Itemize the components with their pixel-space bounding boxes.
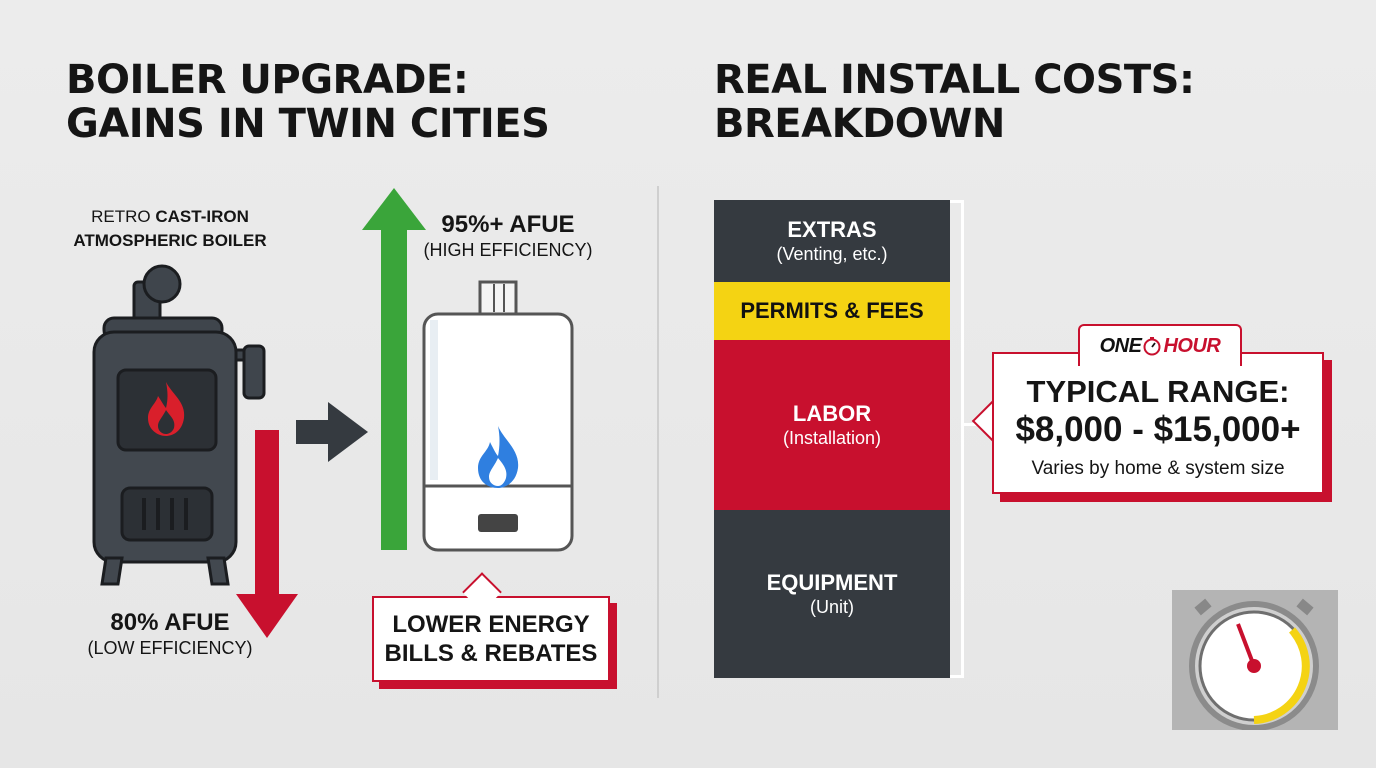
new-efficiency-sub: (HIGH EFFICIENCY) [423,240,593,260]
new-boiler-icon [422,280,574,552]
savings-callout: LOWER ENERGY BILLS & REBATES [372,596,610,682]
old-efficiency-sub: (LOW EFFICIENCY) [87,638,253,658]
section-divider [657,186,659,698]
old-efficiency: 80% AFUE (LOW EFFICIENCY) [70,609,270,659]
cost-bracket [950,200,964,678]
left-title-line2: GAINS IN TWIN CITIES [66,101,550,147]
segment-labor-name: LABOR [792,401,872,426]
segment-permits: PERMITS & FEES [714,282,950,340]
brand-stopwatch-icon [1143,337,1161,356]
cost-stack: EXTRAS (Venting, etc.) PERMITS & FEES LA… [714,200,950,678]
gauge-icon [1236,623,1261,673]
old-boiler-label-prefix: RETRO [91,207,156,226]
arrow-up-icon [362,188,426,550]
savings-callout-line1: LOWER ENERGY [392,611,590,638]
right-title-line1: REAL INSTALL COSTS: [714,57,1195,103]
red-flame-icon [148,382,185,436]
old-boiler-icon [92,264,266,586]
old-boiler-label-line2: ATMOSPHERIC BOILER [73,231,267,250]
range-note: Varies by home & system size [1031,458,1285,479]
brand-logo: ONE HOUR [1078,324,1242,366]
left-title-line1: BOILER UPGRADE: [66,57,469,103]
segment-equipment: EQUIPMENT (Unit) [714,510,950,678]
old-boiler-label: RETRO CAST-IRON ATMOSPHERIC BOILER [60,205,280,253]
segment-permits-name: PERMITS & FEES [740,298,924,323]
blue-flame-icon [478,426,519,488]
old-efficiency-value: 80% AFUE [110,609,230,636]
segment-equipment-desc: (Unit) [810,597,854,617]
segment-labor: LABOR (Installation) [714,340,950,510]
arrow-right-icon [296,402,368,462]
arrow-down-icon [236,430,298,638]
brand-part2: HOUR [1163,334,1221,357]
segment-extras-desc: (Venting, etc.) [776,244,888,264]
left-title: BOILER UPGRADE: GAINS IN TWIN CITIES [66,57,550,147]
right-title-line2: BREAKDOWN [714,101,1005,147]
new-efficiency: 95%+ AFUE (HIGH EFFICIENCY) [408,211,608,261]
stopwatch-icon [1172,590,1338,730]
range-value: $8,000 - $15,000+ [1015,410,1301,449]
segment-extras-name: EXTRAS [787,217,877,242]
segment-extras: EXTRAS (Venting, etc.) [714,200,950,282]
savings-callout-line2: BILLS & REBATES [384,640,598,667]
right-title: REAL INSTALL COSTS: BREAKDOWN [714,57,1195,147]
range-title: TYPICAL RANGE: [1026,374,1290,409]
brand-part1: ONE [1099,334,1142,357]
old-boiler-label-bold: CAST-IRON [155,207,249,226]
segment-equipment-name: EQUIPMENT [766,570,898,595]
typical-range-box: TYPICAL RANGE: $8,000 - $15,000+ Varies … [992,352,1324,494]
new-efficiency-value: 95%+ AFUE [441,211,575,238]
segment-labor-desc: (Installation) [782,428,882,448]
